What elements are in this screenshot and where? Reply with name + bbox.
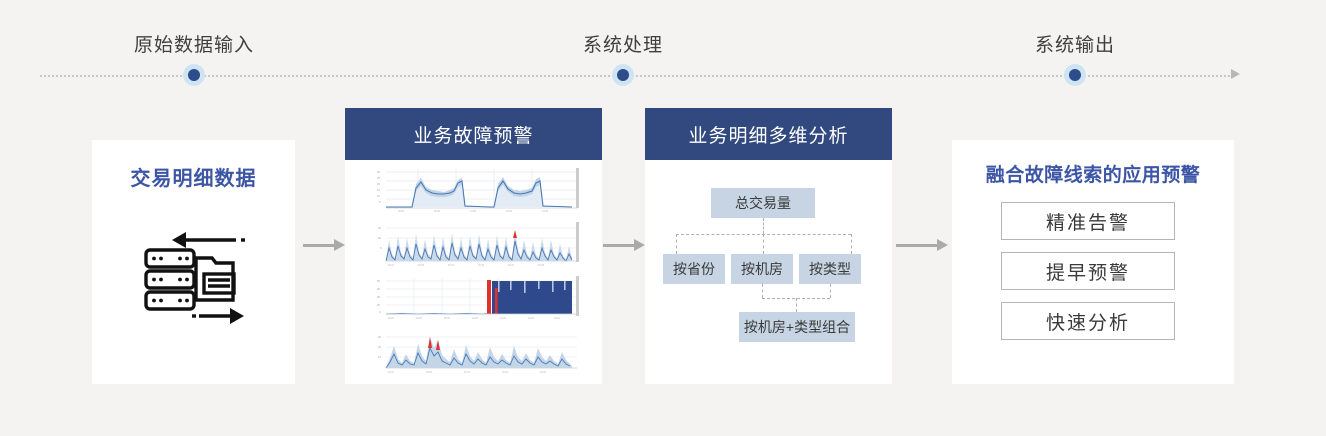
svg-text:30: 30: [377, 295, 380, 299]
svg-text:12:00: 12:00: [470, 210, 477, 213]
output-item-fast-analysis[interactable]: 快速分析: [1001, 302, 1175, 340]
tree-node-by-type[interactable]: 按类型: [799, 254, 861, 284]
timeline-label-input: 原始数据输入: [133, 35, 255, 56]
svg-text:16:00: 16:00: [500, 318, 506, 320]
svg-text:03-01: 03-01: [388, 372, 395, 374]
svg-text:20: 20: [377, 303, 380, 307]
svg-text:00:00: 00:00: [398, 210, 405, 213]
svg-text:20: 20: [378, 345, 381, 349]
tree-connector-drop-2: [763, 234, 764, 254]
svg-text:20: 20: [378, 236, 381, 240]
svg-text:03-08: 03-08: [426, 372, 433, 374]
svg-text:03-25: 03-25: [538, 265, 545, 267]
tree-node-datacenter-type-combo[interactable]: 按机房+类型组合: [739, 312, 855, 342]
svg-text:24:00: 24:00: [554, 318, 560, 320]
charts-body: 30 25 20 15 10 5 00:00 06:00 12:00 18:00 24:00: [345, 160, 602, 384]
svg-text:20:00: 20:00: [528, 318, 534, 320]
svg-text:20: 20: [377, 182, 380, 186]
multidim-analysis-card: 业务明细多维分析 总交易量 按省份 按机房 按类型 按机房+类型组合: [645, 108, 892, 384]
multidim-analysis-card-header: 业务明细多维分析: [645, 108, 892, 160]
tree-node-root[interactable]: 总交易量: [711, 188, 815, 218]
chart-wave-alert[interactable]: 30 20 10 03-01 03-08 03-15 03-22 03-29: [372, 328, 577, 376]
tree-node-by-datacenter[interactable]: 按机房: [731, 254, 793, 284]
svg-text:10: 10: [377, 194, 380, 198]
svg-text:40: 40: [378, 226, 381, 230]
tree-node-by-province[interactable]: 按省份: [663, 254, 725, 284]
chart-fault-block[interactable]: 50 40 30 20 0 00:00 04:00: [372, 274, 579, 322]
timeline-dot-process[interactable]: [612, 64, 634, 86]
tree-connector-root-stem: [763, 218, 764, 234]
svg-text:03-22: 03-22: [502, 372, 509, 374]
timeline-label-process: 系统处理: [582, 35, 664, 56]
svg-text:00:00: 00:00: [388, 318, 394, 320]
svg-text:30: 30: [378, 335, 381, 339]
svg-text:25: 25: [377, 176, 380, 180]
chart-scroll-indicator[interactable]: [576, 276, 579, 316]
arrow-charts-to-tree: [603, 239, 645, 251]
output-item-early-warning[interactable]: 提早预警: [1001, 252, 1175, 290]
svg-text:18:00: 18:00: [506, 210, 513, 213]
svg-text:03-01: 03-01: [388, 265, 395, 267]
output-card-title: 融合故障线索的应用预警: [985, 165, 1201, 186]
tree-connector-leaf-stem: [796, 298, 797, 312]
chart-plateau-band[interactable]: 30 25 20 15 10 5 00:00 06:00 12:00 18:00 24:00: [372, 166, 579, 214]
tree-connector-dc-stem: [762, 284, 763, 298]
chart-periodic-spikes[interactable]: 40 20 5 03-01 03-05 03-10 03-15 03-20 03-25: [372, 220, 579, 268]
svg-text:03-10: 03-10: [448, 265, 455, 267]
analysis-tree: 总交易量 按省份 按机房 按类型 按机房+类型组合: [645, 160, 892, 384]
tree-connector-type-stem: [830, 284, 831, 298]
timeline-dot-input[interactable]: [183, 64, 205, 86]
svg-text:03-29: 03-29: [540, 372, 547, 374]
chart-scroll-indicator[interactable]: [576, 168, 579, 208]
output-card: 融合故障线索的应用预警 精准告警 提早预警 快速分析: [952, 140, 1234, 384]
svg-text:04:00: 04:00: [416, 318, 422, 320]
arrow-source-to-charts: [303, 239, 345, 251]
timeline-dot-output[interactable]: [1064, 64, 1086, 86]
svg-text:03-15: 03-15: [464, 372, 471, 374]
output-item-precise-alarm[interactable]: 精准告警: [1001, 202, 1175, 240]
svg-text:15: 15: [377, 188, 380, 192]
svg-text:5: 5: [380, 246, 382, 250]
svg-text:06:00: 06:00: [434, 210, 441, 213]
svg-text:03-15: 03-15: [478, 265, 485, 267]
svg-text:03-05: 03-05: [418, 265, 425, 267]
source-data-card: 交易明细数据: [92, 140, 295, 384]
arrow-tree-to-output: [896, 239, 948, 251]
svg-text:08:00: 08:00: [444, 318, 450, 320]
database-transfer-icon: [142, 228, 246, 329]
fault-alert-card: 业务故障预警 30 25 20 15 10 5: [345, 108, 602, 384]
svg-text:5: 5: [379, 200, 381, 204]
chart-scroll-indicator[interactable]: [576, 222, 579, 262]
svg-text:03-20: 03-20: [508, 265, 515, 267]
tree-connector-drop-3: [851, 234, 852, 254]
svg-text:12:00: 12:00: [472, 318, 478, 320]
svg-text:50: 50: [377, 279, 380, 283]
fault-alert-card-header: 业务故障预警: [345, 108, 602, 160]
svg-text:24:00: 24:00: [542, 210, 549, 213]
tree-connector-drop-1: [676, 234, 677, 254]
svg-text:10: 10: [378, 355, 381, 359]
timeline-label-output: 系统输出: [1034, 35, 1116, 56]
svg-text:30: 30: [377, 170, 380, 174]
timeline-track: [40, 75, 1230, 77]
svg-text:0: 0: [379, 310, 381, 314]
svg-text:40: 40: [377, 287, 380, 291]
source-card-title: 交易明细数据: [130, 168, 257, 190]
timeline-arrow-icon: [1231, 69, 1240, 79]
